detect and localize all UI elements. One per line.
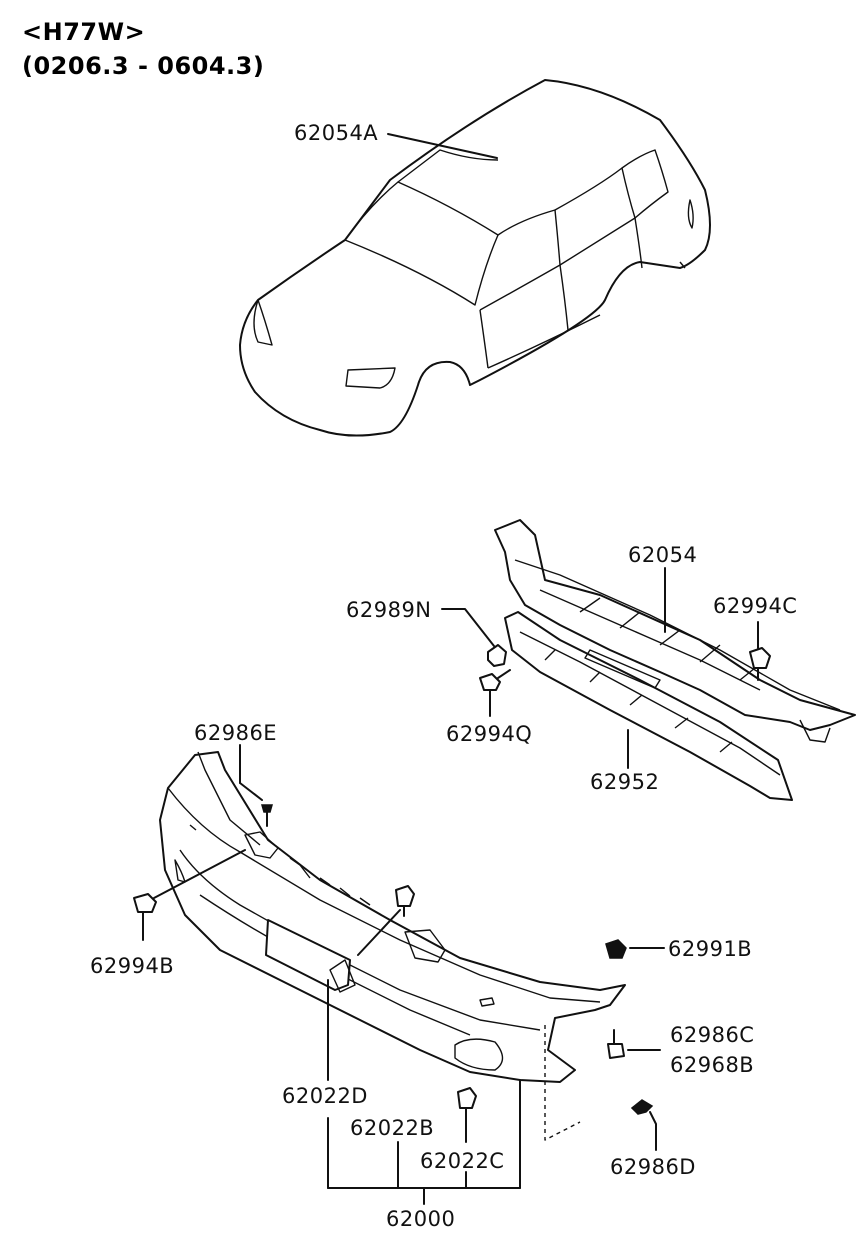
- label-62022B: 62022B: [350, 1116, 434, 1140]
- nut-62991B: 62991B: [605, 937, 752, 961]
- label-62022C: 62022C: [420, 1149, 504, 1173]
- clip-62994C: 62994C: [713, 594, 797, 681]
- assembly-bracket-62000: 62000: [327, 1079, 521, 1231]
- plate-bracket-62022D: 62022D: [282, 959, 368, 1108]
- front-bumper-drawing: [159, 751, 626, 1141]
- label-62054A: 62054A: [294, 121, 378, 145]
- clip-62994Q: 62994Q: [446, 669, 532, 746]
- label-62994C: 62994C: [713, 594, 797, 618]
- label-62994B: 62994B: [90, 954, 174, 978]
- label-62000: 62000: [386, 1207, 455, 1231]
- label-62968B: 62968B: [670, 1053, 754, 1077]
- label-62022D: 62022D: [282, 1084, 368, 1108]
- label-62989N: 62989N: [346, 598, 432, 622]
- bumper-reinforcement-drawing: 62054: [494, 519, 856, 743]
- screw-62986C: 62986C 62968B: [607, 1023, 754, 1077]
- nut-62989N: 62989N: [346, 598, 507, 667]
- model-code: <H77W>: [22, 18, 146, 46]
- clip-62994B: 62994B: [90, 849, 246, 978]
- label-62986E: 62986E: [194, 721, 277, 745]
- screw-62986D: 62986D: [610, 1099, 696, 1179]
- label-62991B: 62991B: [668, 937, 752, 961]
- label-62994Q: 62994Q: [446, 722, 532, 746]
- energy-absorber-drawing: 62952: [504, 611, 793, 801]
- label-62986C: 62986C: [670, 1023, 754, 1047]
- label-62986D: 62986D: [610, 1155, 696, 1179]
- label-62952: 62952: [590, 770, 659, 794]
- date-range: (0206.3 - 0604.3): [22, 52, 265, 80]
- fastener-62022C: 62022B 62022C: [350, 885, 504, 1173]
- screw-62986E: 62986E: [194, 721, 277, 827]
- label-62054: 62054: [628, 543, 697, 567]
- vehicle-body-drawing: 62054A: [239, 79, 711, 437]
